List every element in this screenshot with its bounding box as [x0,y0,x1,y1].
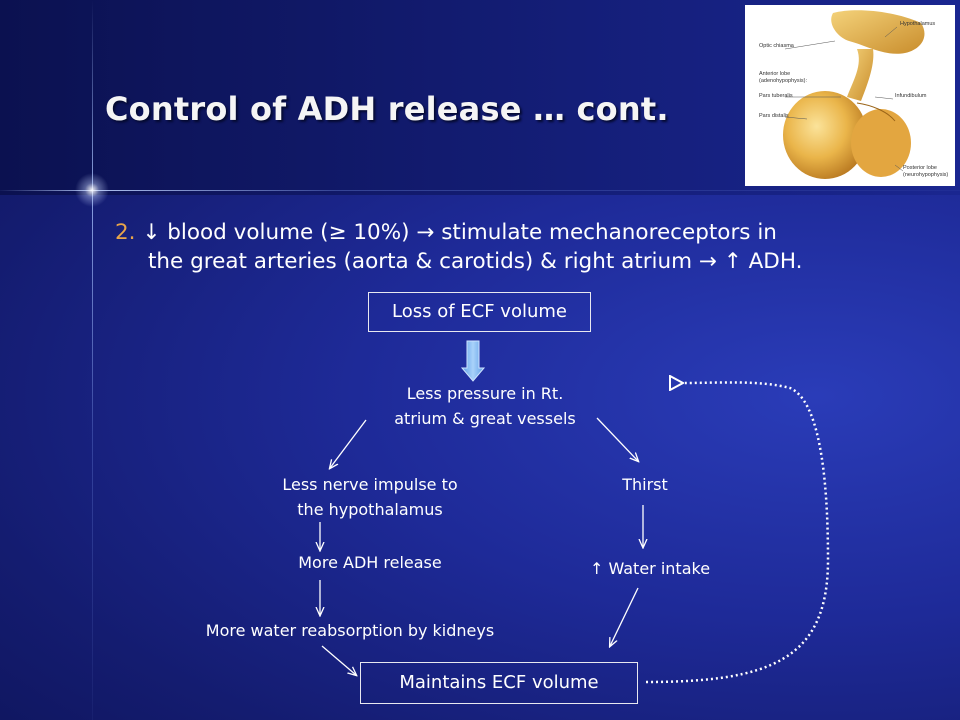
node-less-pressure: Less pressure in Rt. atrium & great vess… [360,381,610,431]
bullet-line-2: the great arteries (aorta & carotids) & … [148,249,803,274]
label-adenohypophysis: (adenohypophysis): [759,78,808,84]
label-hypothalamus: Hypothalamus [900,21,936,27]
decor-horizontal-line [0,190,960,191]
node-maintains-ecf-volume: Maintains ECF volume [360,662,638,704]
node-less-nerve-impulse: Less nerve impulse to the hypothalamus [245,472,495,522]
arrow-to-nerve [330,419,367,468]
label-pars-tuberalis: Pars tuberalis [759,93,793,99]
slide-title: Control of ADH release … cont. [105,90,669,128]
pituitary-illustration: Optic chiasma Hypothalamus Anterior lobe… [745,5,955,186]
big-down-arrow [460,340,486,382]
bullet-line-1: ↓ blood volume (≥ 10%) → stimulate mecha… [142,220,777,245]
bullet-number: 2. [115,220,136,245]
node-loss-of-ecf-volume: Loss of ECF volume [368,292,591,332]
arrow-reabsorption-to-end [321,645,356,675]
label-infundibulum: Infundibulum [895,93,927,99]
label-optic-chiasma: Optic chiasma [759,43,794,49]
feedback-dotted-arrow [645,382,830,684]
decor-sparkle [72,170,112,210]
node-more-water-reabsorption: More water reabsorption by kidneys [205,621,495,640]
arrow-to-thirst [596,417,638,461]
node-less-pressure-line-1: Less pressure in Rt. [406,384,564,403]
pituitary-drawing [783,10,925,179]
node-less-nerve-line-1: Less nerve impulse to [282,475,458,494]
label-neurohypophysis: (neurohypophysis) [903,172,949,178]
node-less-nerve-line-2: the hypothalamus [297,500,443,519]
label-posterior-lobe: Posterior lobe [903,165,937,171]
bullet-point: 2. ↓ blood volume (≥ 10%) → stimulate me… [115,218,905,276]
arrow-intake-to-end [610,587,639,646]
node-thirst: Thirst [622,475,668,494]
node-less-pressure-line-2: atrium & great vessels [394,409,576,428]
node-water-intake: ↑ Water intake [589,559,711,578]
decor-vertical-line [92,0,93,720]
label-pars-distalis: Pars distalis [759,113,789,119]
label-anterior-lobe: Anterior lobe [759,71,791,77]
node-more-adh-release: More ADH release [298,553,442,572]
